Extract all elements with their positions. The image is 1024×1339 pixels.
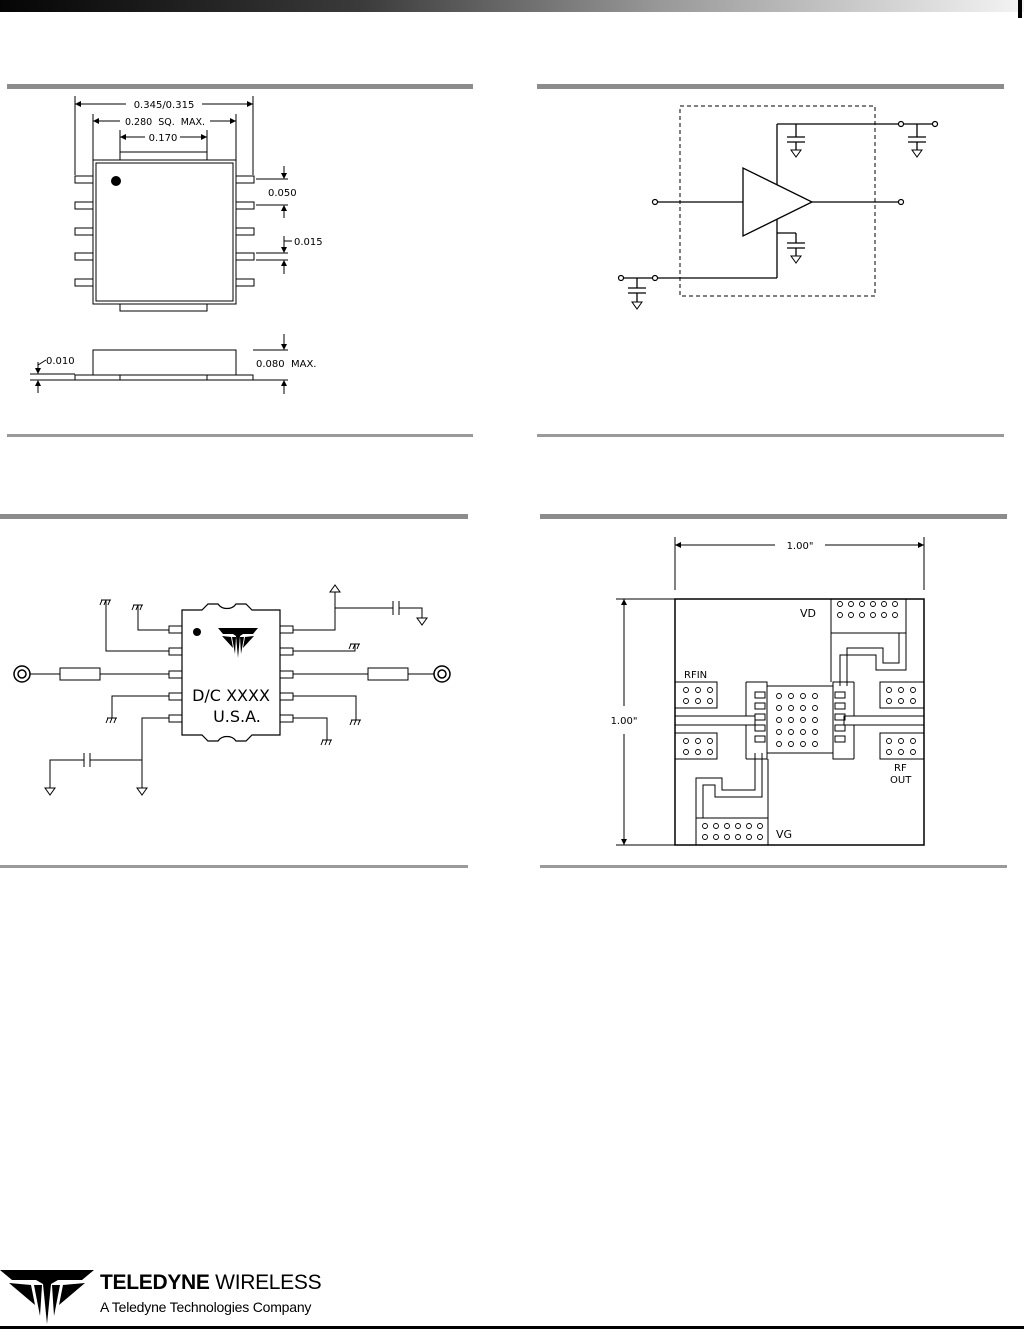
teledyne-logo-icon — [0, 1270, 94, 1324]
outline-panel-bottom-rule — [7, 434, 473, 437]
board-panel-bottom-rule — [540, 865, 1007, 868]
dim-overall-width: 0.345/0.315 — [134, 100, 195, 111]
dim-standoff: 0.010 — [46, 356, 75, 367]
package-boundary — [679, 105, 876, 297]
test-board-layout: 1.00" 1.00" VD RFIN RF OUT VG — [540, 520, 1010, 860]
ground-arrow-icon — [44, 787, 56, 796]
dim-lead-width: 0.015 — [294, 237, 323, 248]
footer-rule — [0, 1326, 1024, 1329]
footer-brand: TELEDYNE WIRELESS A Teledyne Technologie… — [0, 1268, 340, 1328]
schematic-panel-bottom-rule — [537, 434, 1004, 437]
dim-body-size: 0.280 SQ. MAX. — [125, 117, 205, 128]
ground-arrow-icon — [416, 617, 428, 626]
rfin-label: RFIN — [684, 670, 707, 681]
board-panel-top-rule — [540, 514, 1007, 519]
vd-label: VD — [800, 607, 816, 620]
rf-input-connector-icon — [13, 665, 31, 683]
schematic-panel-top-rule — [537, 84, 1004, 89]
package-date-code: D/C XXXX — [192, 686, 270, 705]
board-width-label: 1.00" — [787, 541, 814, 552]
outline-drawing: 0.345/0.315 0.280 SQ. MAX. 0.170 0.050 0… — [0, 90, 480, 430]
output-line-resistor — [367, 667, 409, 681]
outline-panel-top-rule — [7, 84, 473, 89]
brand-name-light: WIRELESS — [215, 1271, 322, 1294]
out-label: OUT — [890, 775, 912, 786]
brand-name-bold: TELEDYNE — [100, 1271, 210, 1294]
dim-height: 0.080 MAX. — [256, 359, 316, 370]
rf-output-connector-icon — [433, 665, 451, 683]
bias-panel-top-rule — [0, 514, 468, 519]
input-line-resistor — [59, 667, 101, 681]
dim-lead-pitch: 0.050 — [268, 188, 297, 199]
teledyne-logo-icon — [218, 628, 258, 658]
functional-schematic — [537, 90, 1004, 430]
dim-top-pad: 0.170 — [149, 133, 178, 144]
bias-panel-bottom-rule — [0, 865, 468, 868]
vg-label: VG — [776, 828, 792, 841]
board-height-label: 1.00" — [611, 716, 638, 727]
header-corner-mark — [1018, 0, 1022, 18]
pin1-dot-icon — [111, 176, 121, 186]
package-origin: U.S.A. — [213, 707, 261, 726]
header-gradient-bar — [0, 0, 1024, 12]
brand-name: TELEDYNE WIRELESS — [100, 1271, 322, 1295]
ground-arrow-icon — [136, 787, 148, 796]
pin1-dot-icon — [193, 628, 201, 636]
supply-arrow-icon — [329, 584, 341, 593]
brand-subtitle: A Teledyne Technologies Company — [100, 1299, 312, 1315]
rf-label: RF — [894, 763, 907, 774]
application-circuit: D/C XXXX U.S.A. — [0, 520, 470, 860]
